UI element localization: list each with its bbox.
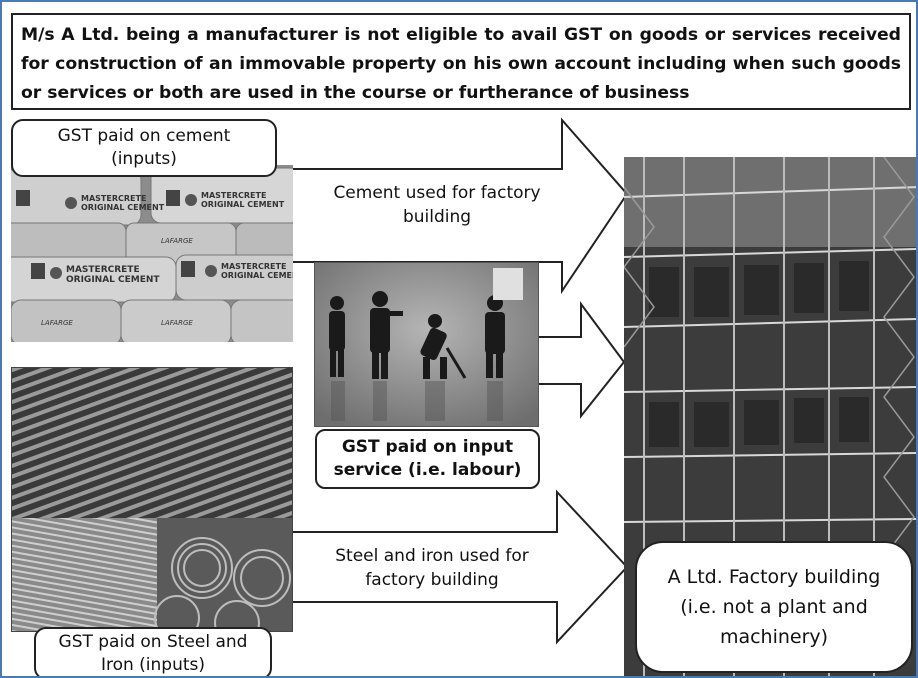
header-box: M/s A Ltd. being a manufacturer is not e…	[11, 13, 911, 110]
steel-label-text: GST paid on Steel and Iron (inputs)	[58, 631, 248, 675]
cement-bags-graphic: MASTERCRETE ORIGINAL CEMENT MASTERCRETE …	[11, 165, 293, 342]
cement-label: GST paid on cement (inputs)	[11, 119, 277, 177]
steel-arrow-text: Steel and iron used for factory building	[335, 546, 529, 590]
factory-label: A Ltd. Factory building (i.e. not a plan…	[635, 541, 913, 673]
cement-arrow-text: Cement used for factory building	[333, 183, 541, 227]
steel-rebar-graphic	[12, 368, 292, 631]
steel-label: GST paid on Steel and Iron (inputs)	[34, 627, 272, 676]
bag-product-text-4: ORIGINAL CEMENT	[221, 271, 293, 280]
bag-brand-text-1: MASTERCRETE	[81, 194, 146, 203]
cement-label-text: GST paid on cement (inputs)	[57, 126, 231, 169]
labour-photo	[314, 262, 539, 427]
bag-maker-text-2: LAFARGE	[41, 319, 73, 327]
labour-label: GST paid on input service (i.e. labour)	[315, 429, 540, 489]
labour-arrow	[537, 300, 626, 419]
bag-brand-text-4: MASTERCRETE	[221, 262, 286, 271]
labour-silhouettes	[315, 263, 538, 426]
factory-label-text: A Ltd. Factory building (i.e. not a plan…	[667, 566, 881, 648]
bag-brand-text-2: MASTERCRETE	[201, 191, 266, 200]
bag-product-text-3: ORIGINAL CEMENT	[66, 275, 160, 285]
header-text: M/s A Ltd. being a manufacturer is not e…	[21, 25, 901, 103]
labour-label-text: GST paid on input service (i.e. labour)	[333, 437, 522, 480]
bag-maker-text-1: LAFARGE	[161, 237, 193, 245]
bag-product-text-2: ORIGINAL CEMENT	[201, 200, 285, 209]
cement-bags-photo: MASTERCRETE ORIGINAL CEMENT MASTERCRETE …	[11, 165, 293, 342]
steel-rebar-photo	[11, 367, 293, 632]
bag-brand-text-3: MASTERCRETE	[66, 265, 140, 275]
bag-maker-text-3: LAFARGE	[161, 319, 193, 327]
steel-arrow	[291, 489, 629, 645]
bag-product-text-1: ORIGINAL CEMENT	[81, 203, 165, 212]
